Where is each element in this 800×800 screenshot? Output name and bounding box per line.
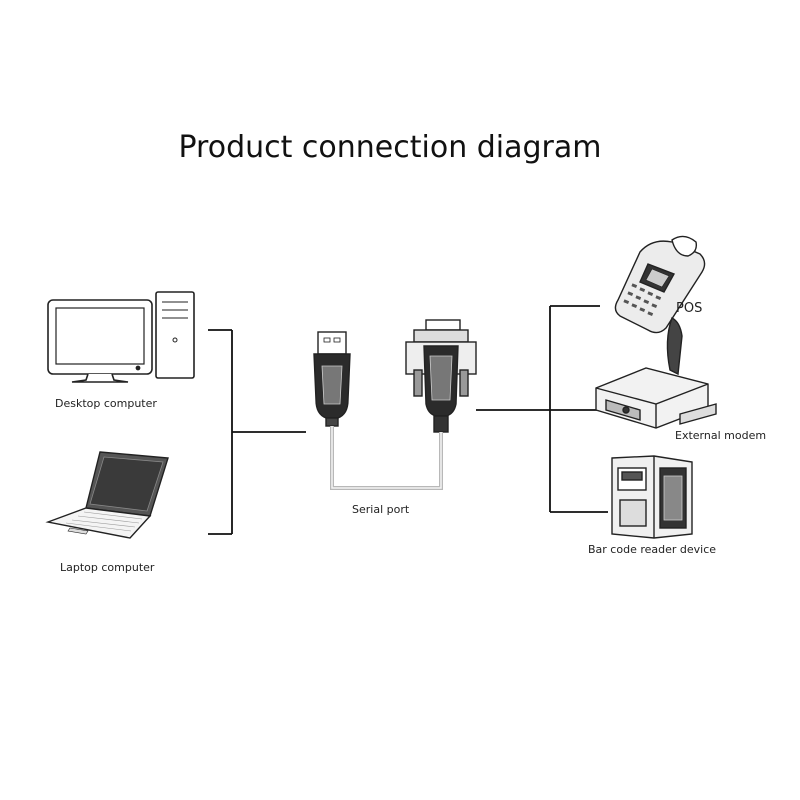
laptop-computer-label: Laptop computer [60, 561, 155, 574]
laptop-computer-icon [45, 451, 169, 539]
db9-connector-icon [405, 319, 477, 433]
pos-terminal-icon [614, 235, 706, 334]
external-modem-label: External modem [675, 429, 767, 442]
serial-cable [330, 426, 443, 490]
serial-port-label: Serial port [352, 503, 410, 516]
barcode-reader-icon [611, 455, 693, 539]
desktop-computer-icon [47, 291, 195, 383]
left-connector-lines [208, 329, 306, 535]
right-connector-lines [476, 305, 608, 513]
external-modem-icon [595, 317, 717, 429]
diagram-title: Product connection diagram [178, 130, 602, 165]
barcode-reader-label: Bar code reader device [588, 543, 717, 556]
usb-connector-icon [313, 331, 351, 427]
pos-label: POS [676, 301, 703, 316]
desktop-computer-label: Desktop computer [55, 397, 157, 410]
